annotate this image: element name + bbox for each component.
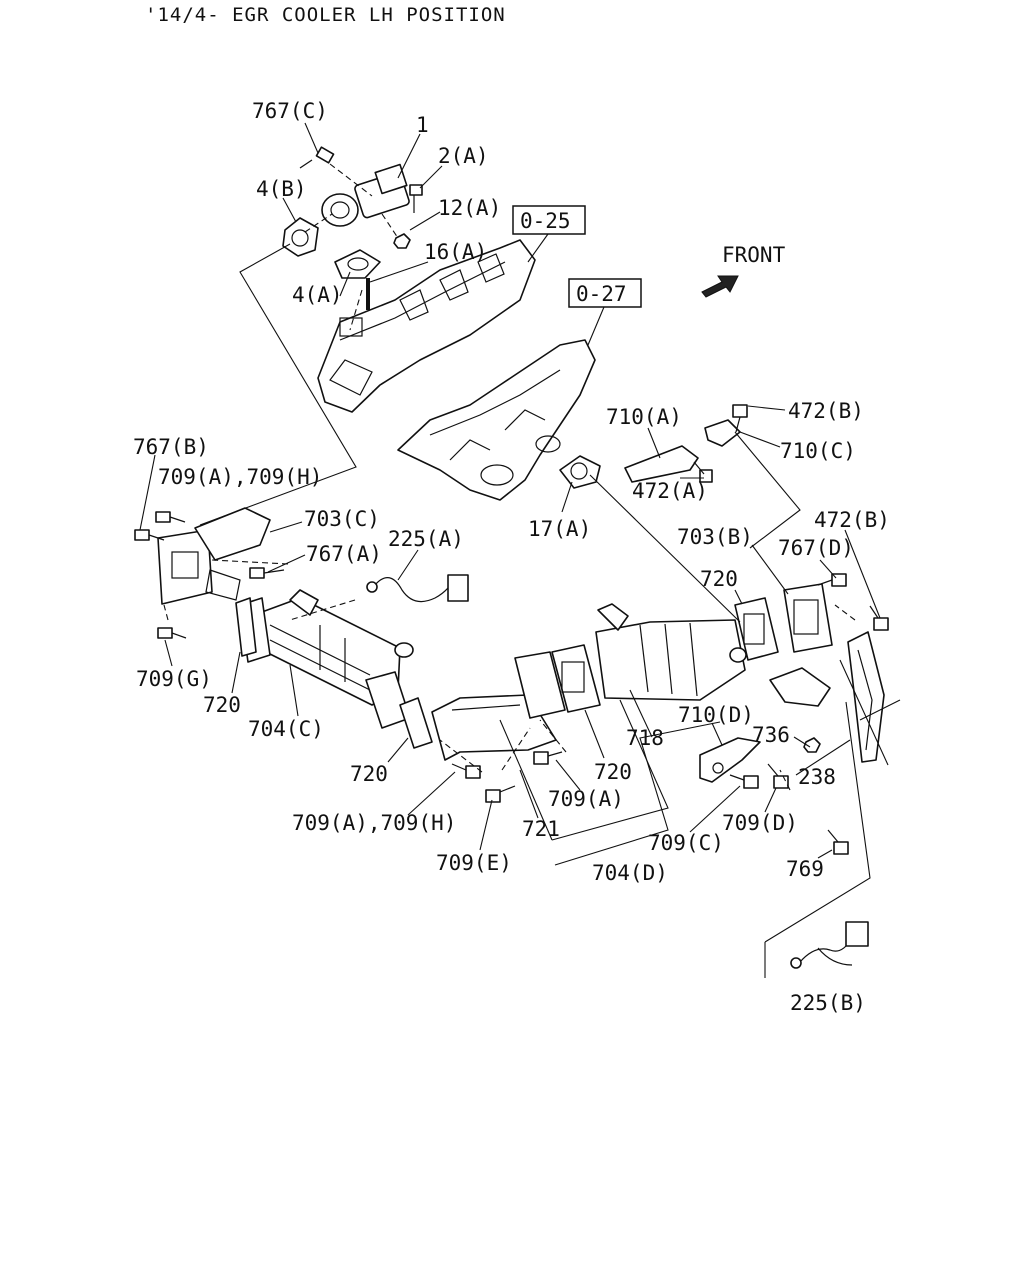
bracket-710a-drawing — [624, 445, 699, 483]
label-709ah-bottom: 709(A),709(H) — [292, 811, 456, 835]
group-bracket-lines — [199, 243, 901, 978]
gasket-4a-drawing — [334, 249, 381, 279]
label-703b: 703(B) — [677, 525, 753, 549]
label-721: 721 — [522, 817, 560, 841]
bracket-710c-drawing — [704, 419, 741, 447]
nut-736-icon — [803, 737, 821, 753]
label-736: 736 — [752, 723, 790, 747]
label-472b-top: 472(B) — [788, 399, 864, 423]
label-710c: 710(C) — [780, 439, 856, 463]
nut-12a-icon — [393, 233, 411, 249]
label-709e: 709(E) — [436, 851, 512, 875]
label-704d: 704(D) — [592, 861, 668, 885]
label-709a: 709(A) — [548, 787, 624, 811]
label-720-mid: 720 — [594, 760, 632, 784]
label-225b: 225(B) — [790, 991, 866, 1015]
diagram-title: '14/4- EGR COOLER LH POSITION — [145, 4, 506, 26]
reference-box-0-27: 0-27 — [568, 278, 642, 308]
label-12a: 12(A) — [438, 196, 501, 220]
connecting-pipe-721-drawing — [431, 651, 566, 761]
label-769: 769 — [786, 857, 824, 881]
label-1: 1 — [416, 113, 429, 137]
bolt-472b-mid-icon — [869, 605, 889, 631]
gasket-17a-drawing — [559, 455, 601, 489]
heat-shield-238-drawing — [847, 631, 885, 763]
bolt-709c-icon — [729, 774, 759, 789]
sensor-225a-drawing — [366, 574, 469, 603]
intake-manifold-drawing — [317, 239, 536, 413]
part-labels: 767(C) 1 2(A) 4(B) 12(A) 16(A) 4(A) 710(… — [133, 99, 890, 1015]
label-720-right: 720 — [700, 567, 738, 591]
alignment-dashed-lines — [163, 163, 856, 791]
reference-box-0-25: 0-25 — [512, 205, 586, 235]
label-472a: 472(A) — [632, 479, 708, 503]
bolt-767a-icon — [249, 567, 285, 579]
bolt-709d-icon — [767, 763, 789, 789]
bolt-709g-icon — [157, 627, 187, 639]
bolt-709a-bottom-icon — [451, 763, 481, 779]
gasket-720-left-drawing — [235, 597, 257, 657]
gasket-720-bottom-drawing — [399, 697, 433, 749]
bracket-703c-drawing — [157, 507, 271, 605]
label-767a: 767(A) — [306, 542, 382, 566]
label-709ah-top: 709(A),709(H) — [158, 465, 322, 489]
label-16a: 16(A) — [424, 240, 487, 264]
bracket-703b-drawing — [769, 583, 833, 707]
front-label: FRONT — [722, 243, 786, 267]
label-710a: 710(A) — [606, 405, 682, 429]
label-472b-mid: 472(B) — [814, 508, 890, 532]
egr-cooler-704d-drawing — [595, 603, 747, 701]
label-2a: 2(A) — [438, 144, 489, 168]
label-767c: 767(C) — [252, 99, 328, 123]
label-704c: 704(C) — [248, 717, 324, 741]
label-767d: 767(D) — [778, 536, 854, 560]
svg-text:0-25: 0-25 — [520, 209, 571, 233]
label-720-bottom: 720 — [350, 762, 388, 786]
bracket-710d-drawing — [699, 737, 761, 783]
bolt-769-icon — [827, 829, 849, 855]
front-arrow-icon — [701, 275, 739, 298]
gasket-4b-drawing — [282, 217, 319, 257]
exhaust-manifold-drawing — [397, 339, 596, 501]
bolt-767c-icon — [299, 146, 335, 169]
bolt-709a-top-icon — [155, 511, 186, 523]
label-767b: 767(B) — [133, 435, 209, 459]
leader-lines — [139, 122, 881, 859]
bolt-709e-icon — [485, 785, 516, 803]
bolt-2a-icon — [409, 184, 423, 213]
bolt-709a-mid-icon — [533, 751, 563, 765]
bolt-472b-top-icon — [732, 404, 748, 433]
label-225a: 225(A) — [388, 527, 464, 551]
gasket-720-mid-drawing — [551, 644, 601, 713]
egr-cooler-704c-drawing — [261, 589, 414, 706]
label-709c: 709(C) — [648, 831, 724, 855]
gasket-720-right-drawing — [734, 597, 779, 661]
egr-valve-drawing — [321, 163, 410, 227]
label-718: 718 — [626, 726, 664, 750]
svg-text:0-27: 0-27 — [576, 282, 627, 306]
sensor-225b-drawing — [790, 921, 869, 969]
label-709g: 709(G) — [136, 667, 212, 691]
bolt-472a-icon — [693, 461, 713, 483]
label-703c: 703(C) — [304, 507, 380, 531]
bolt-767b-icon — [134, 529, 165, 541]
label-238: 238 — [798, 765, 836, 789]
label-709d: 709(D) — [722, 811, 798, 835]
label-4b: 4(B) — [256, 177, 307, 201]
label-710d: 710(D) — [678, 703, 754, 727]
label-4a: 4(A) — [292, 283, 343, 307]
label-17a: 17(A) — [528, 517, 591, 541]
label-720-left: 720 — [203, 693, 241, 717]
